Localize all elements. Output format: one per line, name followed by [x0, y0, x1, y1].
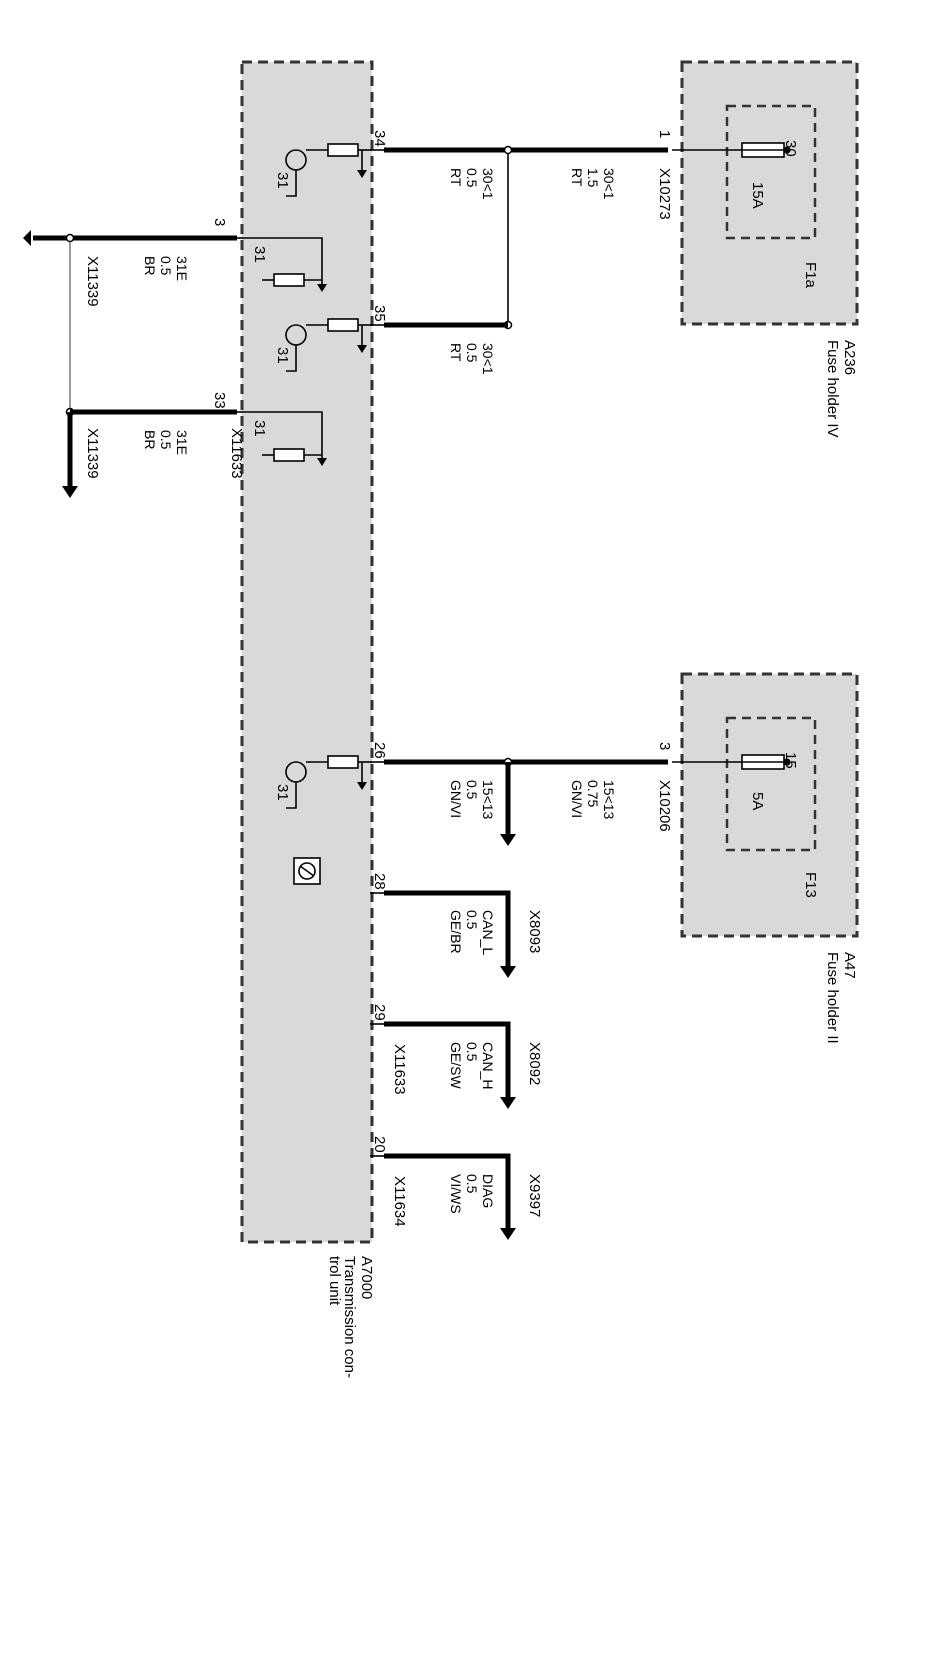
- ground-31-a: 31: [274, 172, 291, 189]
- wire-w-31-b-signal: 31E: [174, 430, 190, 455]
- fuse-pin-3-label: 3: [656, 742, 673, 750]
- fuse-f13-id: F13: [802, 872, 819, 898]
- connector-x11339-b: X11339: [84, 428, 101, 479]
- driver-transistor-26: [285, 755, 372, 809]
- fuse-f13-rating: 5A: [749, 792, 766, 810]
- connector-x10206: X10206: [656, 780, 673, 832]
- a47-fuse-holder-box: [680, 672, 859, 938]
- a236-fuse-holder-box: [680, 60, 859, 326]
- wire-w-15-top-signal: 15<13: [601, 780, 617, 820]
- fuse-pin-1-label: 1: [656, 130, 673, 138]
- driver-transistor-34: [285, 143, 372, 197]
- ground-31-b: 31: [251, 246, 268, 263]
- connector-x8092: X8092: [526, 1042, 543, 1085]
- wire-w-15-26-signal: 15<13: [480, 780, 496, 820]
- connector-x11339-a: X11339: [84, 256, 101, 307]
- ecu-symbol-icon: [293, 857, 321, 885]
- a236-id: A236: [841, 340, 858, 375]
- wire-w-diag-size: 0.5: [464, 1174, 480, 1194]
- wire-w-30-top-size: 1.5: [585, 168, 601, 188]
- a236-name: Fuse holder IV: [824, 340, 841, 438]
- fuse-f1a-id: F1a: [802, 262, 819, 289]
- wire-w-15-26-color: GN/VI: [448, 780, 464, 818]
- ground-resistor-3: [244, 237, 323, 287]
- pin-34-label: 34: [371, 130, 388, 147]
- wire-w-diag-signal: DIAG: [480, 1174, 496, 1208]
- pin-26-label: 26: [371, 742, 388, 759]
- wire-w-30-35-size: 0.5: [464, 343, 480, 363]
- wire-w-31-a-color: BR: [142, 256, 158, 275]
- fuse-f1a: [672, 142, 791, 158]
- ground-31-e: 31: [274, 784, 291, 801]
- rotated-labels: 34353332628292013301515A5AF1aF13A236Fuse…: [84, 130, 858, 1378]
- pin-20-label: 20: [371, 1136, 388, 1153]
- fuse-f1a-rating: 15A: [749, 182, 766, 209]
- a7000-module-box: [240, 60, 374, 1244]
- wire-can-h: [384, 1021, 511, 1097]
- a7000-name-line2: trol unit: [326, 1256, 343, 1306]
- a7000-name-line1: Transmission con-: [341, 1256, 358, 1378]
- connector-x11634: X11634: [391, 1176, 408, 1227]
- fuse-f13-pin-label: 15: [782, 752, 799, 769]
- a47-name: Fuse holder II: [824, 952, 841, 1044]
- connector-x11633-b: X11633: [391, 1044, 408, 1095]
- connector-x10273: X10273: [656, 168, 673, 220]
- a47-id: A47: [841, 952, 858, 979]
- wire-w-30-34-size: 0.5: [464, 168, 480, 188]
- pin-3-label: 3: [211, 218, 228, 226]
- wire-w-30-34-color: RT: [448, 168, 464, 187]
- connector-x8093: X8093: [526, 910, 543, 953]
- pin-35-label: 35: [371, 305, 388, 322]
- ground-31-d: 31: [251, 420, 268, 437]
- wire-w-15-top-size: 0.75: [585, 780, 601, 807]
- pin-28-label: 28: [371, 873, 388, 890]
- wire-w-31-b-color: BR: [142, 430, 158, 449]
- wire-w-canl-color: GE/BR: [448, 910, 464, 954]
- a7000-id: A7000: [358, 1256, 375, 1299]
- wire-w-30-top-signal: 30<1: [601, 168, 617, 200]
- wire-can-l: [384, 890, 511, 966]
- wire-w-30-top-color: RT: [569, 168, 585, 187]
- a47-fuse-inner-box: [725, 716, 817, 852]
- wire-w-31-a-size: 0.5: [158, 256, 174, 276]
- wire-w-diag-color: VI/WS: [448, 1174, 464, 1214]
- wire-w-15-top-color: GN/VI: [569, 780, 585, 818]
- pin-29-label: 29: [371, 1004, 388, 1021]
- wire-w-30-35-signal: 30<1: [480, 343, 496, 375]
- ground-31-c: 31: [274, 347, 291, 364]
- wire-w-canh-signal: CAN_H: [480, 1042, 496, 1089]
- a236-fuse-inner-box: [725, 104, 817, 240]
- driver-transistor-35: [285, 318, 372, 372]
- wire-w-canl-signal: CAN_L: [480, 910, 496, 955]
- pin-33-label: 33: [211, 392, 228, 409]
- wire-w-31-a-signal: 31E: [174, 256, 190, 281]
- connector-x11633: X11633: [228, 428, 245, 479]
- wire-w-31-b-size: 0.5: [158, 430, 174, 450]
- wire-w-canh-color: GE/SW: [448, 1042, 464, 1089]
- fuse-f1a-pin-label: 30: [782, 140, 799, 157]
- wire-w-canh-size: 0.5: [464, 1042, 480, 1062]
- wire-diag: [384, 1153, 511, 1228]
- wire-w-canl-size: 0.5: [464, 910, 480, 930]
- ground-resistor-33: [244, 411, 323, 462]
- fuse-f13: [672, 754, 791, 770]
- wire-w-30-35-color: RT: [448, 343, 464, 362]
- wire-w-30-34-signal: 30<1: [480, 168, 496, 200]
- wire-w-15-26-size: 0.5: [464, 780, 480, 800]
- connector-x9397: X9397: [526, 1174, 543, 1217]
- a7000-pin-stubs: [232, 149, 386, 1157]
